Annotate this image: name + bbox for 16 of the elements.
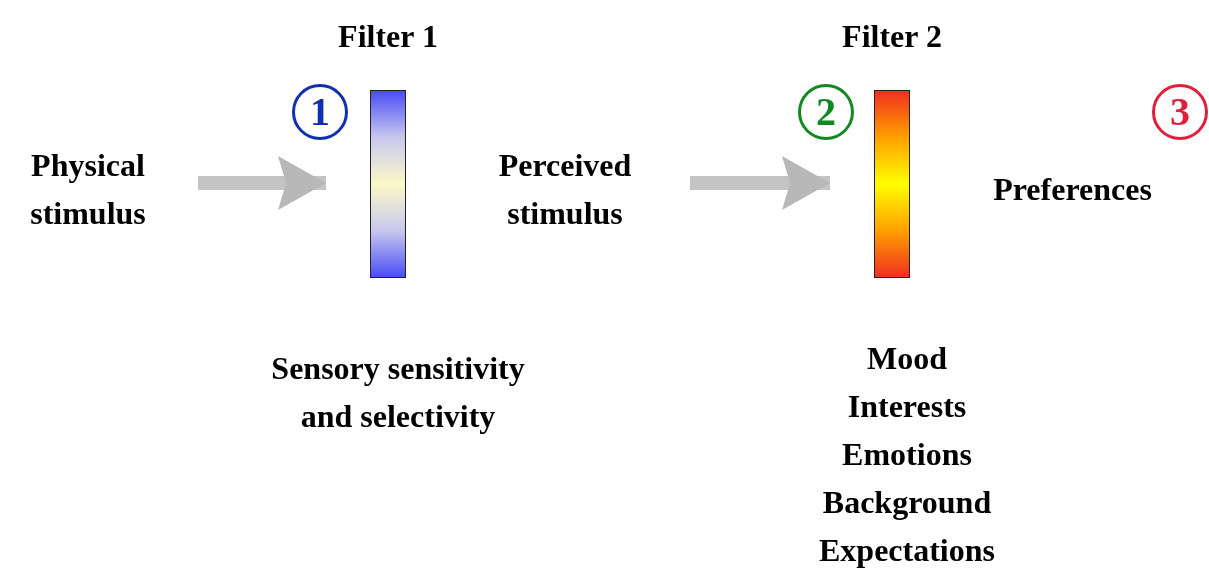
arrow — [690, 156, 830, 210]
filter-heading: Filter 2 — [842, 17, 942, 56]
arrow — [198, 156, 326, 210]
stage-label: Physical stimulus — [8, 141, 168, 237]
filter-factor-text: Mood — [866, 339, 948, 378]
filter-factor-text: Sensory sensitivity and selectivity — [270, 349, 526, 436]
filter-factor-text: Expectations — [818, 531, 996, 569]
filter-factor-text: Emotions — [841, 435, 973, 474]
circled-number: 2 — [798, 84, 854, 140]
filter-factor-text: Background — [821, 483, 993, 522]
filter-heading: Filter 1 — [338, 17, 438, 56]
circled-number: 1 — [292, 84, 348, 140]
circled-number: 3 — [1152, 84, 1208, 140]
stage-label: Perceived stimulus — [470, 141, 660, 237]
stage-label: Preferences — [965, 165, 1180, 213]
filter-factor-text: Interests — [846, 387, 968, 426]
